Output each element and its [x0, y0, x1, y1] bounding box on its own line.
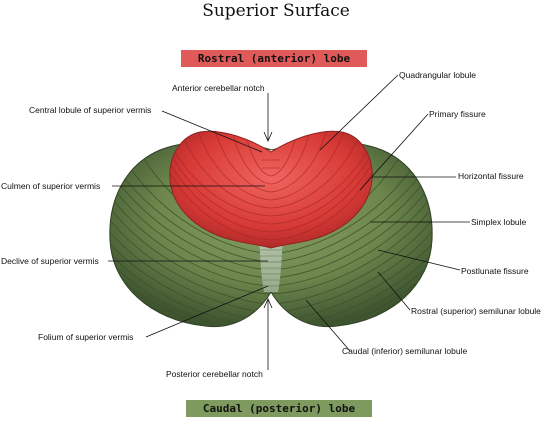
label-quadrangular-lobule: Quadrangular lobule — [399, 70, 477, 80]
label-folium: Folium of superior vermis — [38, 332, 134, 342]
label-central-lobule: Central lobule of superior vermis — [29, 105, 152, 115]
caudal-lobe-banner: Caudal (posterior) lobe — [186, 400, 372, 417]
label-simplex-lobule: Simplex lobule — [471, 217, 527, 227]
label-culmen: Culmen of superior vermis — [1, 181, 101, 191]
label-declive: Declive of superior vermis — [1, 256, 99, 266]
label-postlunate-fissure: Postlunate fissure — [461, 266, 529, 276]
posterior-folia-lines — [109, 141, 433, 327]
page-title: Superior Surface — [202, 1, 350, 21]
label-anterior-cerebellar-notch: Anterior cerebellar notch — [172, 83, 265, 93]
pointer-lines — [108, 74, 470, 370]
rostral-lobe-banner: Rostral (anterior) lobe — [181, 50, 367, 67]
vermis-folia — [259, 249, 283, 287]
label-rostral-semilunar-lobule: Rostral (superior) semilunar lobule — [411, 306, 541, 316]
label-posterior-cerebellar-notch: Posterior cerebellar notch — [166, 369, 263, 379]
label-caudal-semilunar-lobule: Caudal (inferior) semilunar lobule — [342, 346, 468, 356]
label-primary-fissure: Primary fissure — [429, 109, 486, 119]
label-horizontal-fissure: Horizontal fissure — [458, 171, 524, 181]
